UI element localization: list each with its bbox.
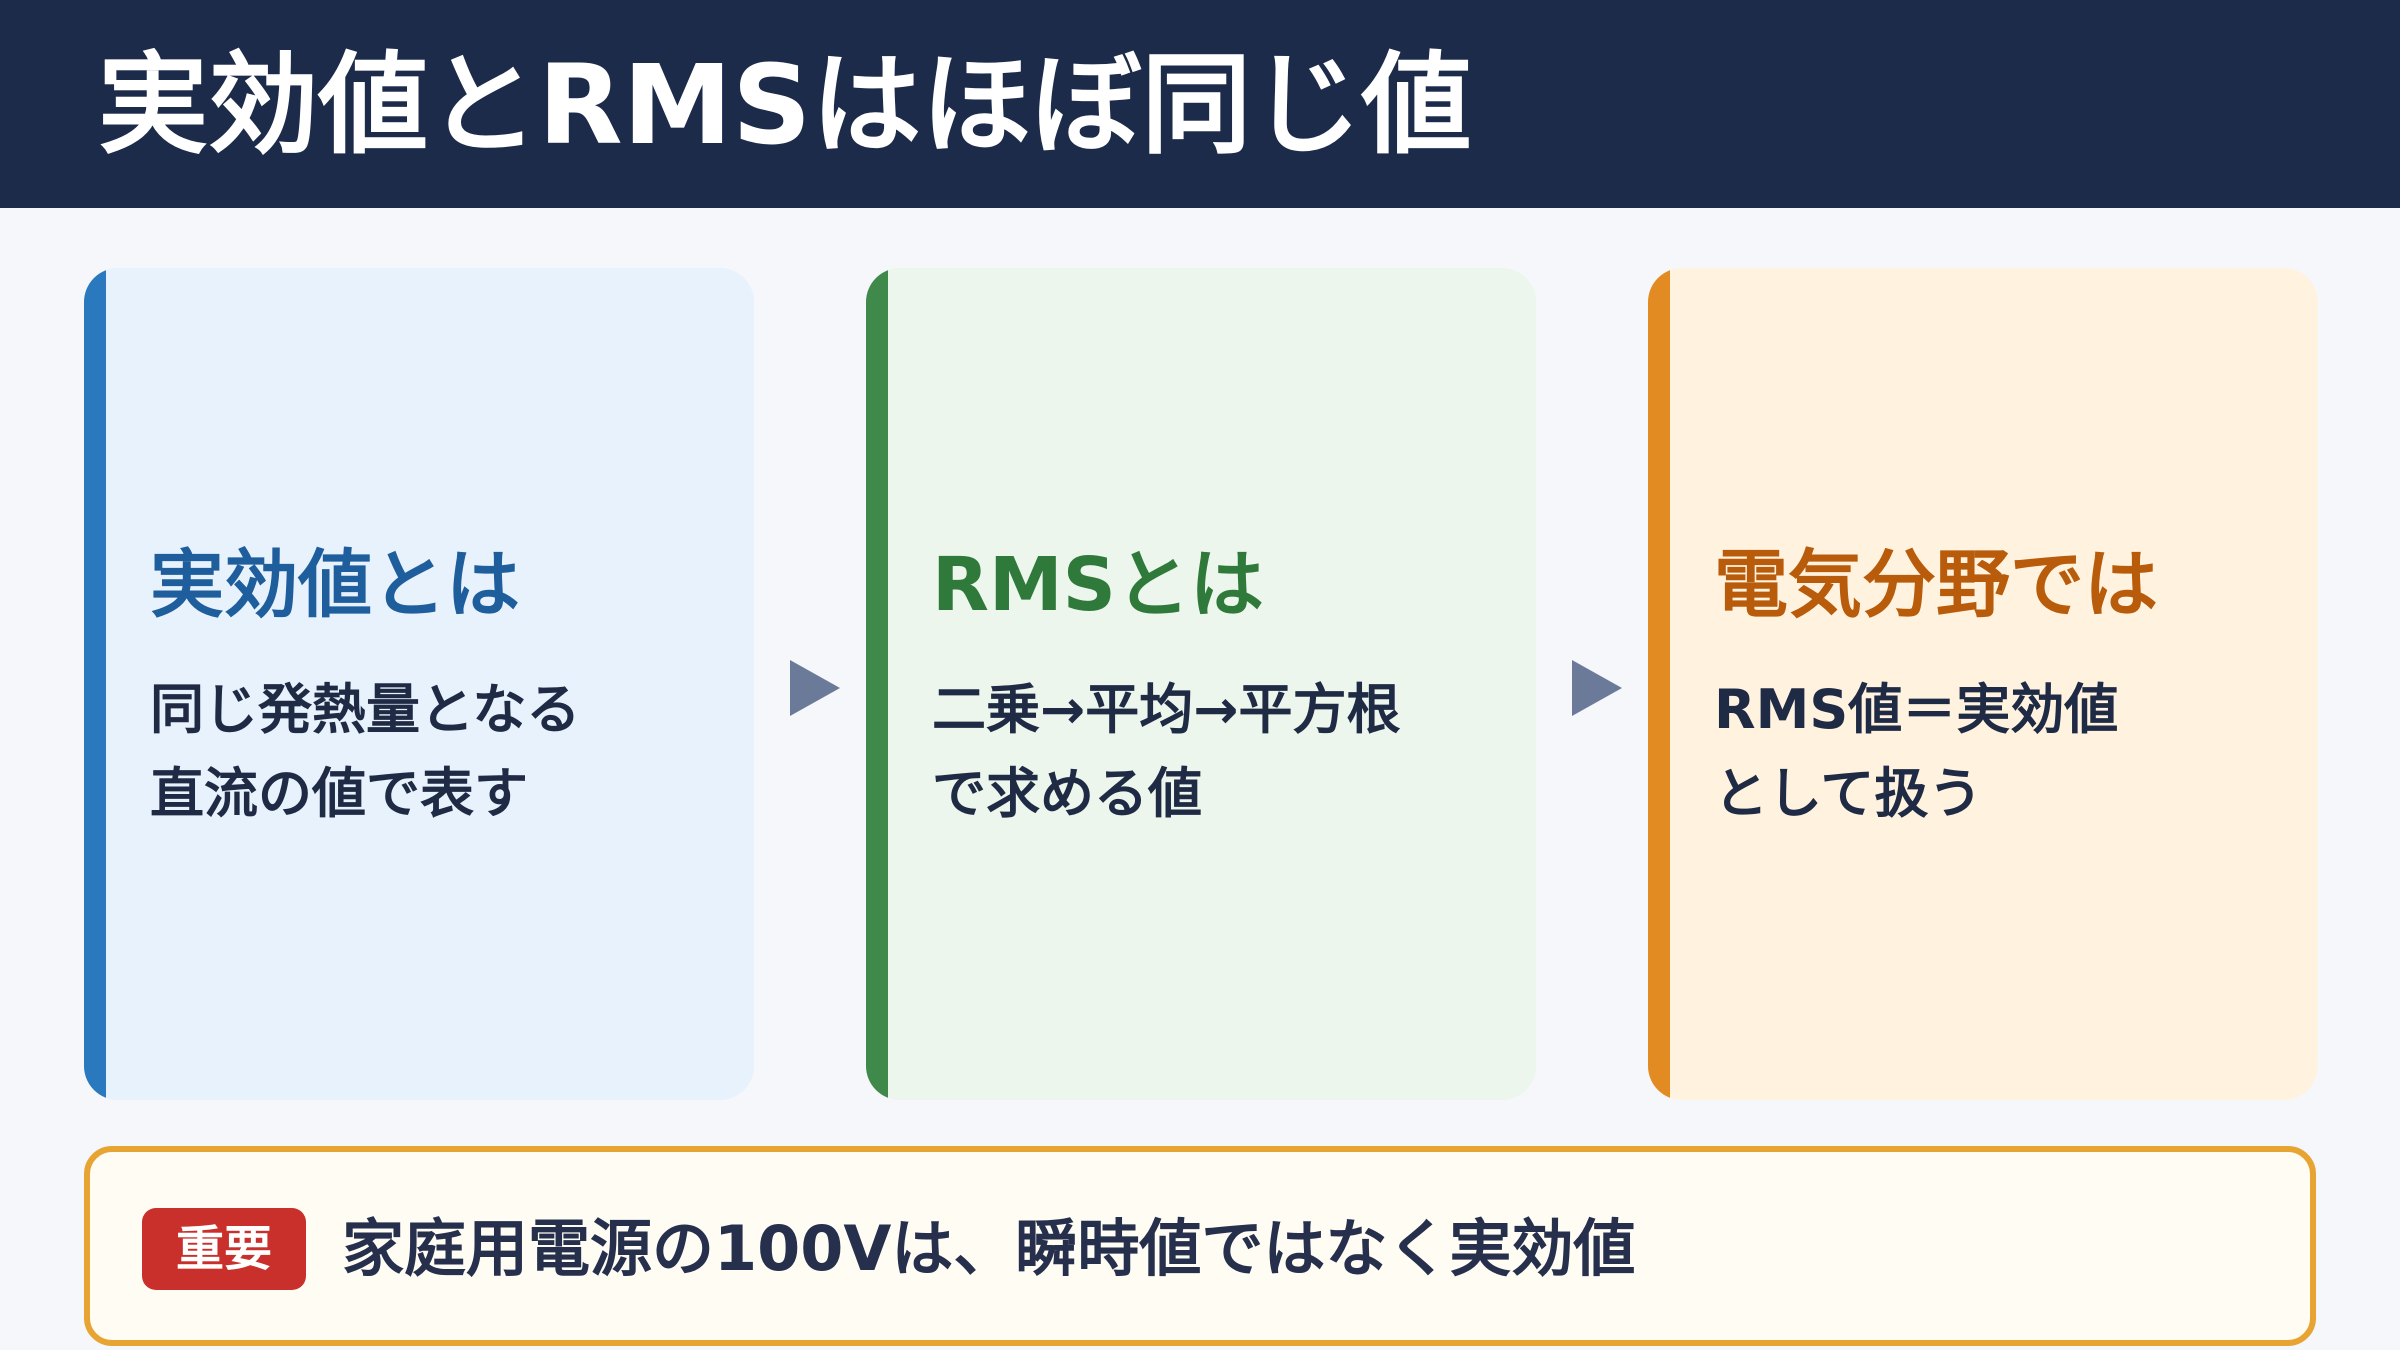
card-accent-bar — [1648, 268, 1670, 1100]
title-bar: 実効値とRMSはほぼ同じ値 — [0, 0, 2400, 208]
important-badge: 重要 — [142, 1208, 306, 1290]
card-body-line: RMS値＝実効値 — [1714, 678, 2119, 741]
card-heading: 実効値とは — [150, 542, 520, 628]
card-accent-bar — [866, 268, 888, 1100]
card-body-line: 二乗→平均→平方根 — [932, 678, 1401, 741]
page-title: 実効値とRMSはほぼ同じ値 — [98, 41, 1472, 169]
important-callout: 重要 家庭用電源の100Vは、瞬時値ではなく実効値 — [84, 1146, 2316, 1346]
card-body-line: 直流の値で表す — [150, 762, 528, 825]
card-accent-bar — [84, 268, 106, 1100]
card-body: 二乗→平均→平方根 で求める値 — [932, 668, 1401, 836]
triangle-right-icon — [1572, 660, 1622, 716]
triangle-right-icon — [790, 660, 840, 716]
card-body: 同じ発熱量となる 直流の値で表す — [150, 668, 580, 836]
card-body-line: として扱う — [1714, 762, 1983, 825]
card-body-line: 同じ発熱量となる — [150, 678, 581, 741]
card-body-line: で求める値 — [932, 762, 1202, 825]
card-heading: RMSとは — [932, 542, 1264, 628]
card-body: RMS値＝実効値 として扱う — [1714, 668, 2118, 836]
card-electrical-usage: 電気分野では RMS値＝実効値 として扱う — [1648, 268, 2318, 1100]
card-rms-definition: 実効値とは 同じ発熱量となる 直流の値で表す — [84, 268, 754, 1100]
card-heading: 電気分野では — [1714, 542, 2158, 628]
card-rms-explanation: RMSとは 二乗→平均→平方根 で求める値 — [866, 268, 1536, 1100]
callout-text: 家庭用電源の100Vは、瞬時値ではなく実効値 — [342, 1212, 1636, 1285]
